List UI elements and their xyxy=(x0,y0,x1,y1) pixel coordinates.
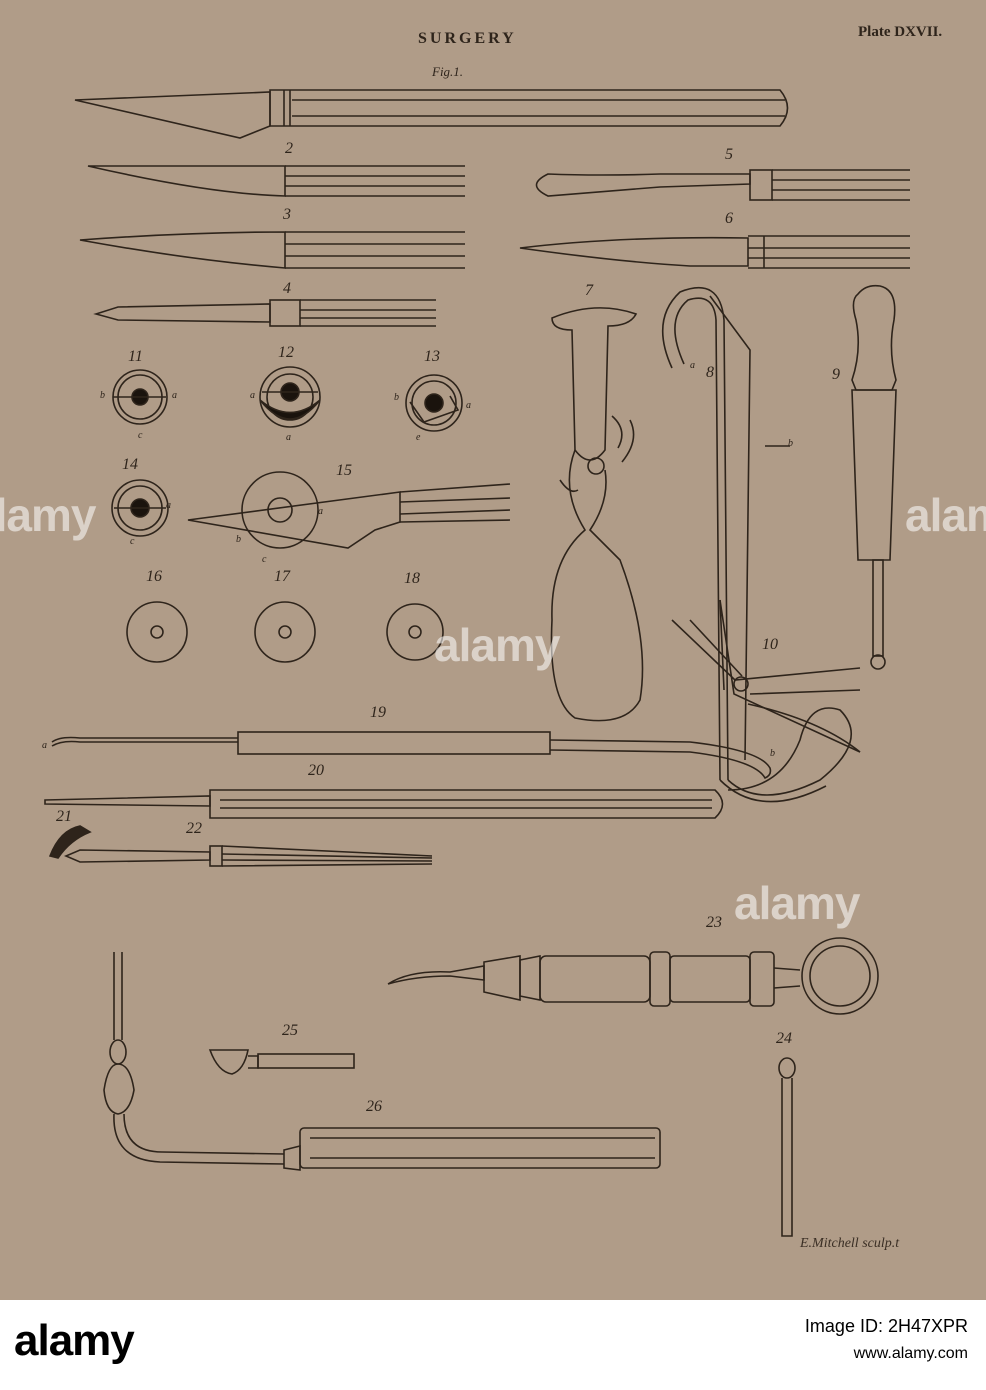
fig-number-8: 8 xyxy=(706,364,714,381)
instrument-drawings xyxy=(44,89,910,1237)
letter-a: a xyxy=(466,400,471,411)
letter-b: b xyxy=(394,392,399,403)
syringe-fig23 xyxy=(387,937,879,1015)
fig-number-18: 18 xyxy=(404,570,420,587)
fig-number-7: 7 xyxy=(585,282,593,299)
instrument-fig7 xyxy=(550,307,644,722)
probe-fig24 xyxy=(778,1057,796,1237)
instrument-fig26 xyxy=(103,952,661,1171)
fig-number-20: 20 xyxy=(308,762,324,779)
fig-number-26: 26 xyxy=(366,1098,382,1115)
ring-fig16 xyxy=(126,601,188,663)
lancet-fig22 xyxy=(63,845,433,867)
hook-fig19 xyxy=(51,731,772,780)
watermark: alamy xyxy=(0,489,96,541)
eye-diagram-12 xyxy=(259,366,321,428)
fig-number-19: 19 xyxy=(370,704,386,721)
fig-number-25: 25 xyxy=(282,1022,298,1039)
fig-number-4: 4 xyxy=(283,280,291,297)
instrument-fig9 xyxy=(851,284,897,670)
fig-number-10: 10 xyxy=(762,636,778,653)
letter-b: b xyxy=(788,438,793,449)
fig-number-12: 12 xyxy=(278,344,294,361)
fig-number-17: 17 xyxy=(274,568,290,585)
letter-a: a xyxy=(42,740,47,751)
letter-b: b xyxy=(770,748,775,759)
eye-knife-fig15 xyxy=(187,471,511,549)
ring-fig17 xyxy=(254,601,316,663)
fig-number-22: 22 xyxy=(186,820,202,837)
fig-number-11: 11 xyxy=(128,348,143,365)
letter-a: a xyxy=(250,390,255,401)
fig-number-15: 15 xyxy=(336,462,352,479)
ring-fig18 xyxy=(386,603,444,661)
eye-diagram-11 xyxy=(112,369,168,425)
fig-number-21: 21 xyxy=(56,808,72,825)
knife-fig3 xyxy=(79,231,465,269)
fig-number-14: 14 xyxy=(122,456,138,473)
fig-number-5: 5 xyxy=(725,146,733,163)
eye-diagram-14 xyxy=(111,479,169,537)
letter-e: e xyxy=(416,432,421,443)
fig-number-2: 2 xyxy=(285,140,293,157)
knife-fig6 xyxy=(519,235,910,269)
image-id: Image ID: 2H47XPR xyxy=(804,1316,968,1336)
fig-number-6: 6 xyxy=(725,210,733,227)
letter-c: c xyxy=(262,554,267,565)
alamy-logo: alamy xyxy=(14,1316,135,1365)
scalpel-fig1 xyxy=(74,89,789,139)
fig-number-9: 9 xyxy=(832,366,840,383)
scissors-fig10 xyxy=(671,599,861,753)
probe-fig5 xyxy=(535,169,910,201)
stock-info: Image ID: 2H47XPR www.alamy.com xyxy=(805,1316,968,1363)
letter-a: a xyxy=(286,432,291,443)
watermark: alamy xyxy=(905,489,986,541)
letter-a: a xyxy=(690,360,695,371)
fig-number-13: 13 xyxy=(424,348,440,365)
engraver-credit: E.Mitchell sculp.t xyxy=(800,1236,900,1251)
letter-a: a xyxy=(318,506,323,517)
letter-c: c xyxy=(138,430,143,441)
instrument-fig25 xyxy=(208,1049,355,1075)
letter-b: b xyxy=(236,534,241,545)
letter-b: b xyxy=(100,390,105,401)
lancet-fig4 xyxy=(93,299,436,327)
probe-fig20 xyxy=(44,789,724,819)
watermark: alamy xyxy=(734,877,860,929)
site-url: www.alamy.com xyxy=(853,1345,968,1362)
letter-a: a xyxy=(166,500,171,511)
letter-c: c xyxy=(130,536,135,547)
engraving-plate: SURGERY Plate DXVII. Fig.1. E.Mitchell s… xyxy=(0,0,986,1300)
eye-diagram-13 xyxy=(405,374,463,432)
plate-title: SURGERY xyxy=(418,30,517,47)
fig-number-16: 16 xyxy=(146,568,162,585)
watermark: alamy xyxy=(434,619,560,671)
fig-number-23: 23 xyxy=(706,914,722,931)
plate-number: Plate DXVII. xyxy=(858,24,943,40)
blade-fig21 xyxy=(48,825,92,859)
fig-label: Fig.1. xyxy=(432,64,464,79)
letter-a: a xyxy=(172,390,177,401)
knife-fig2 xyxy=(87,165,465,197)
fig-number-3: 3 xyxy=(283,206,291,223)
stock-footer: alamy Image ID: 2H47XPR www.alamy.com xyxy=(0,1300,986,1390)
catheter-fig8 xyxy=(661,287,852,803)
fig-number-24: 24 xyxy=(776,1030,792,1047)
